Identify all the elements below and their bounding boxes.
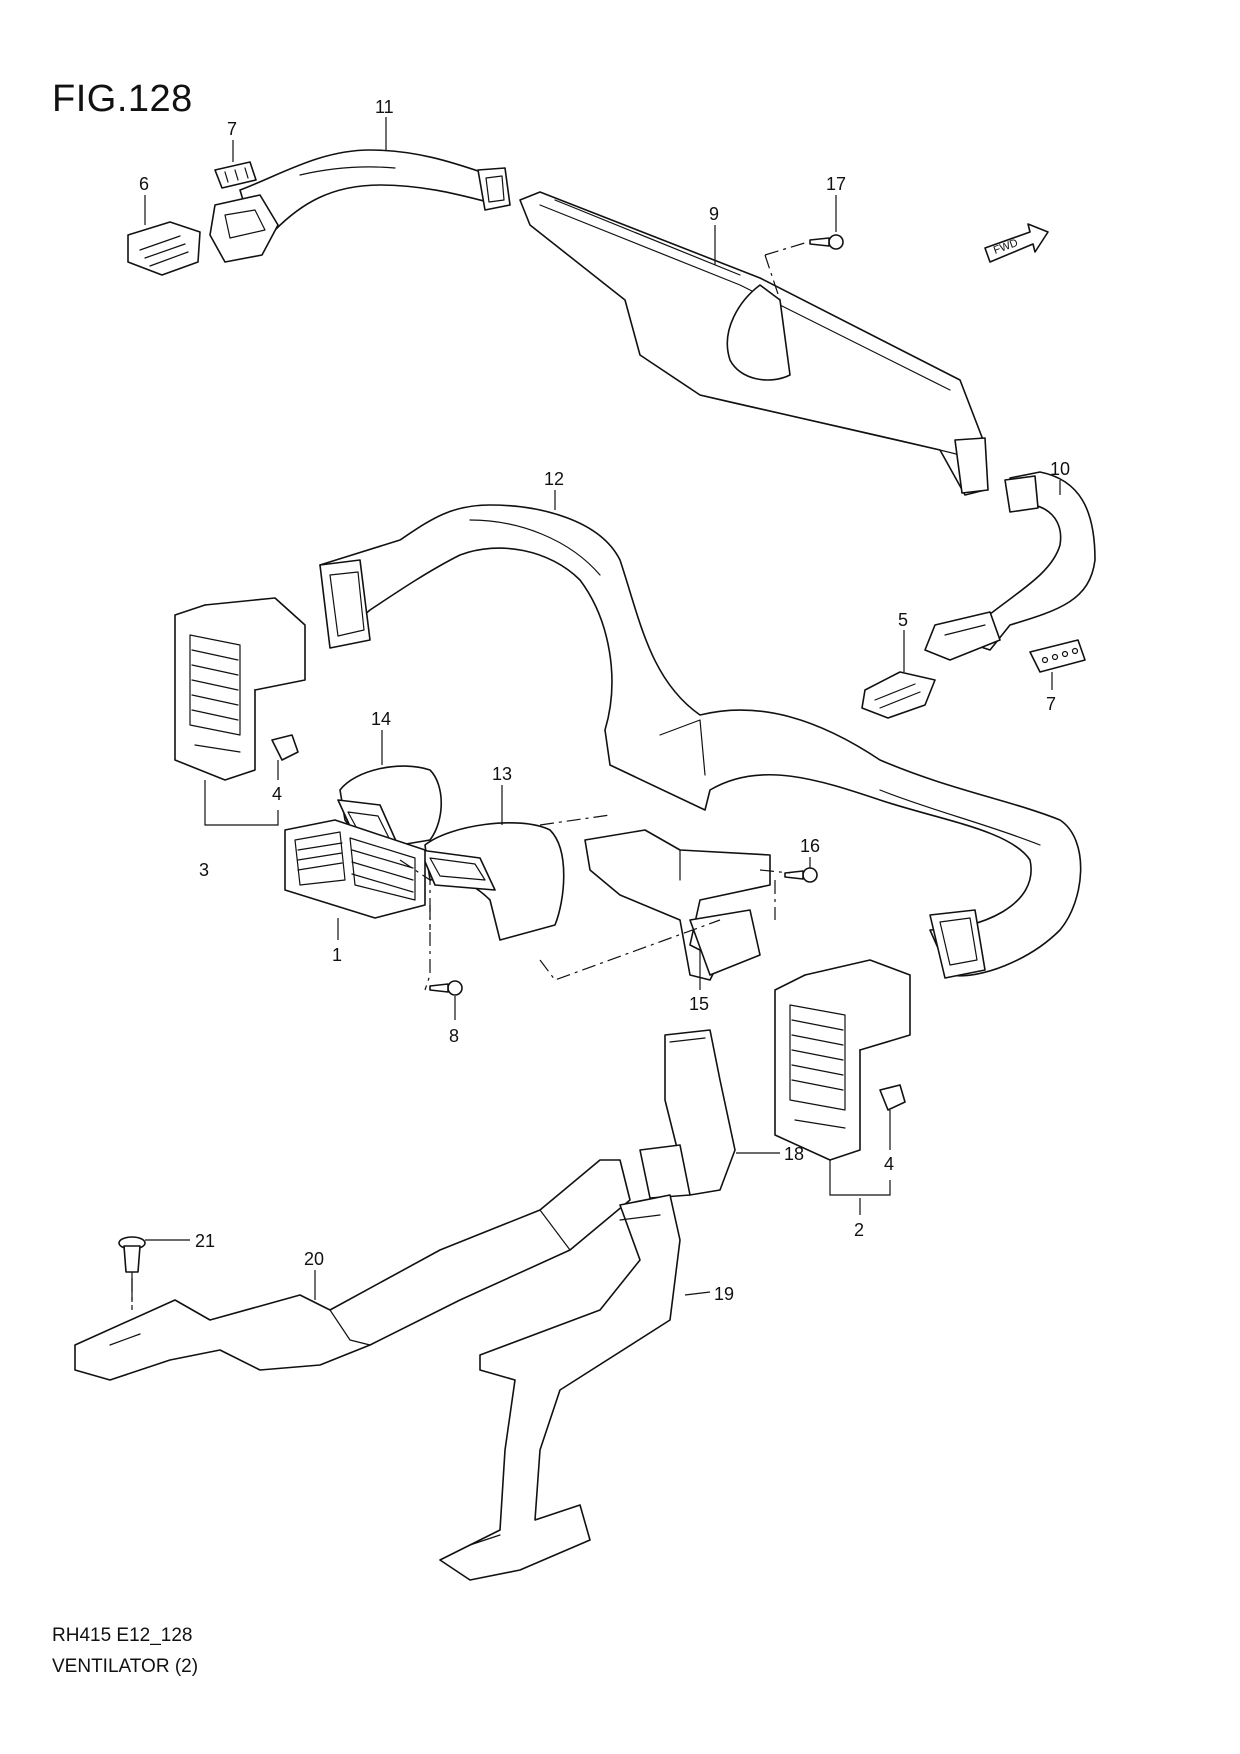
callout-11: 11 <box>375 97 394 117</box>
callout-2: 2 <box>854 1220 864 1240</box>
part-8-screw[interactable] <box>429 980 463 996</box>
fwd-direction-arrow: FWD <box>984 223 1049 263</box>
leader-lines <box>131 117 1061 1302</box>
part-13-bend-duct[interactable] <box>419 821 565 941</box>
part-17-screw[interactable] <box>809 234 844 250</box>
part-3-left-vent-assembly[interactable] <box>174 597 306 781</box>
callout-18: 18 <box>784 1144 804 1164</box>
part-6-side-vent-left[interactable] <box>127 221 201 276</box>
part-7-clip-right[interactable] <box>1029 639 1086 673</box>
callout-17: 17 <box>826 174 846 194</box>
callout-10: 10 <box>1050 459 1070 479</box>
callout-7-upper: 7 <box>227 119 237 139</box>
callout-21: 21 <box>195 1231 215 1251</box>
callout-7-right: 7 <box>1046 694 1056 714</box>
callout-20: 20 <box>304 1249 324 1269</box>
callout-15: 15 <box>689 994 709 1014</box>
callout-19: 19 <box>714 1284 734 1304</box>
callout-12: 12 <box>544 469 564 489</box>
part-7-clip-upper[interactable] <box>214 161 257 189</box>
callout-4-left: 4 <box>272 784 282 804</box>
part-4-clip-left[interactable] <box>271 734 299 761</box>
figure-name: VENTILATOR (2) <box>52 1656 199 1677</box>
part-10-right-upper-duct[interactable] <box>924 471 1096 661</box>
part-15-lower-center-duct[interactable] <box>584 829 771 981</box>
part-4-clip-right[interactable] <box>879 1084 906 1111</box>
part-12-main-duct[interactable] <box>319 504 1082 979</box>
part-2-right-vent-assembly[interactable] <box>774 959 911 1161</box>
part-21-push-clip[interactable] <box>118 1236 146 1273</box>
part-18-riser-duct[interactable] <box>639 1029 736 1199</box>
callout-3: 3 <box>199 860 209 880</box>
assembly-dashed-lines <box>131 241 809 1310</box>
callout-5: 5 <box>898 610 908 630</box>
part-20-lower-left-duct[interactable] <box>74 1159 631 1381</box>
figure-code: RH415 E12_128 <box>52 1625 193 1646</box>
part-16-screw[interactable] <box>784 867 818 883</box>
figure-title: FIG.128 <box>52 78 193 120</box>
callout-13: 13 <box>492 764 512 784</box>
callout-14: 14 <box>371 709 391 729</box>
part-11-left-upper-duct[interactable] <box>209 149 511 263</box>
callout-8: 8 <box>449 1026 459 1046</box>
callout-6: 6 <box>139 174 149 194</box>
callout-16: 16 <box>800 836 820 856</box>
callout-labels: 11 7 6 9 17 10 12 5 7 14 13 4 3 16 1 15 … <box>139 97 1070 1304</box>
part-19-lower-right-duct[interactable] <box>439 1194 681 1581</box>
part-9-center-upper-duct[interactable] <box>519 191 989 496</box>
callout-1: 1 <box>332 945 342 965</box>
callout-9: 9 <box>709 204 719 224</box>
callout-4-right: 4 <box>884 1154 894 1174</box>
part-1-center-vent[interactable] <box>284 819 426 919</box>
part-5-side-vent-right[interactable] <box>861 671 936 719</box>
